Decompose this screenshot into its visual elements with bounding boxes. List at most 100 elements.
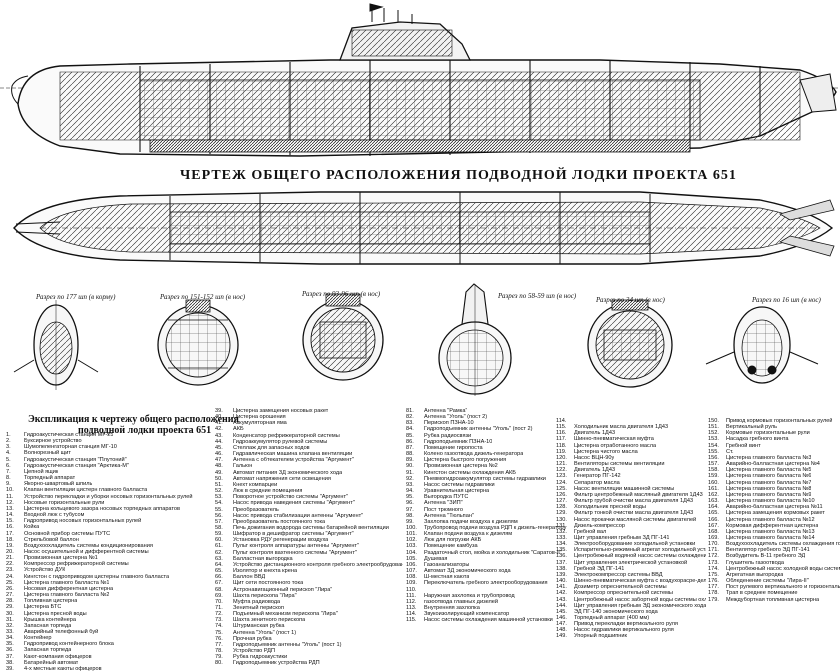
legend-item-text: Стрельбовой баллон (24, 536, 79, 543)
legend-item-text: Вертикальный руль (726, 424, 778, 431)
legend-item: 77.Гидроподъемник антенны "Уголь" (пост … (215, 642, 403, 648)
legend-item-text: Кают-компания офицеров (24, 653, 92, 660)
legend-item-number: 164. (708, 504, 719, 511)
legend-item: 26.Носовая дифферентная цистерна (6, 586, 206, 592)
legend-item-number: 90. (406, 463, 414, 470)
legend-item: 23.Устройство ДУК (6, 567, 206, 573)
legend-item-number: 121. (556, 461, 567, 468)
legend-item-text: Аварийно-балластная цистерна №11 (726, 504, 823, 511)
legend-item-number: 18. (6, 536, 14, 543)
legend-item: 4.Волнорезный щит (6, 450, 206, 456)
legend-item-number: 6. (6, 462, 11, 469)
legend-item-number: 10. (6, 487, 14, 494)
legend-column: 114.115.Холодильник масла двигателя 1Д43… (556, 418, 706, 640)
legend-item-text: Душевая (424, 555, 448, 562)
legend-item-text: Дозиметр опреснительной системы (574, 584, 667, 591)
legend-item: 75.Антенна "Уголь" (пост 1) (215, 630, 403, 636)
legend-item: 71.Зенитный перископ (215, 605, 403, 611)
legend-item-text: Устройство РДП (233, 648, 275, 655)
legend-item-number: 127. (556, 498, 567, 505)
legend-item-text: Двигатель 1Д43 (574, 430, 616, 437)
legend-item-number: 24. (6, 573, 14, 580)
legend-item: 66.Баллон ВВД (215, 574, 403, 580)
legend-item-text: Гальюн (233, 463, 253, 470)
legend-item-number: 37. (6, 653, 14, 660)
legend-item-number: 154. (708, 442, 719, 449)
legend-item: 52.Люк в средние помещения (215, 488, 403, 494)
legend-item-text: Компрессор рефрижераторной системы (24, 561, 129, 568)
legend-item-number: 61. (215, 543, 223, 550)
legend-item-number: 110. (406, 586, 417, 593)
legend-item-number: 166. (708, 516, 719, 523)
legend-item-number: 33. (6, 629, 14, 635)
legend-item-text: Насос ВЦН-90у (574, 454, 615, 461)
legend-item: 60.Установка РДУ регенерации воздуха (215, 537, 403, 543)
legend-item-number: 28. (6, 598, 14, 605)
legend-item-text: Обледенение системы "Лира-II" (726, 578, 809, 585)
legend-item-text: Запасная торпеда (24, 622, 72, 629)
legend-item-text: Компрессор опреснительной системы (574, 590, 673, 597)
legend-item-number: 4. (6, 450, 11, 457)
legend-item-number: 163. (708, 498, 719, 505)
legend-item-text: Электрооборудование холодильной установк… (574, 541, 696, 548)
legend-item-number: 167. (708, 522, 719, 529)
legend-item: 70.Муфта радиовода (215, 599, 403, 605)
legend-item: 38.Батарейный автомат (6, 660, 206, 666)
legend-item: 57.Преобразователь постоянного тока (215, 519, 403, 525)
legend-item: 81.Антенна "Рамка" (406, 408, 566, 414)
legend-item-number: 151. (708, 424, 719, 431)
legend-item: 41.Аккумуляторная яма (215, 420, 403, 426)
legend-item: 144.Щит управления гребным ЭД экономичес… (556, 603, 706, 609)
legend-item-number: 13. (6, 505, 14, 512)
general-arrangement-drawing (0, 3, 840, 396)
legend-item-text: Конденсатор рефрижераторной системы (233, 432, 340, 439)
legend-item-number: 67. (215, 580, 223, 587)
legend-item: 14.Входной люк с тубусом (6, 512, 206, 518)
legend-item-number: 108. (406, 574, 417, 581)
legend-item-number: 43. (215, 432, 223, 439)
legend-item-text: Установка РДУ регенерации воздуха (233, 537, 329, 544)
legend-item-text: Устройство дистанционного контроля гребн… (233, 561, 403, 568)
legend-item-text: Щит управления гребным ЗД ПГ-141 (574, 534, 670, 541)
legend-item-number: 84. (406, 426, 414, 433)
legend-item: 172.Возбудитель В-11 гребного ЭД (708, 553, 840, 559)
legend-item-text: Ст. (726, 448, 734, 455)
legend-item: 48.Гальюн (215, 463, 403, 469)
legend-item: 5.Гидроакустическая станция "Плутоний" (6, 457, 206, 463)
legend-item-text: Якорно-швартовый шпиль (24, 481, 93, 488)
legend-item-number: 16. (6, 524, 14, 531)
legend-item-number: 53. (215, 494, 223, 501)
legend-item: 93.Насос системы гидравлики (406, 482, 566, 488)
legend-item: 69.Шахта перископа "Лира" (215, 593, 403, 599)
legend-item-text: Гидроакустическая станция МГ-25 (24, 432, 114, 438)
legend-item: 129.Фильтр тонкой очистки масла двигател… (556, 510, 706, 516)
legend-item-text: Запасная торпеда (24, 647, 72, 654)
legend-item-text: Шахта зенитного перископа (233, 617, 306, 624)
legend-item: 101.Клапан подачи воздуха к дизелям (406, 531, 566, 537)
legend-item-text: Люк в средние помещения (233, 488, 303, 495)
legend-item-number: 95. (406, 494, 414, 501)
legend-item: 53. Поворотное устройство системы "Аргуме… (215, 494, 403, 500)
legend-item-number: 70. (215, 598, 223, 605)
legend-item-number: 111. (406, 592, 417, 599)
legend-item: 173.Глушитель газоотвода (708, 560, 840, 566)
legend-item-text: Гидроакустическая станция "Арктика-М" (24, 462, 129, 469)
legend-item-text: Поворотное устройство системы "Аргумент" (233, 494, 348, 501)
legend-item-number: 50. (215, 475, 223, 482)
drawing-title: ЧЕРТЕЖ ОБЩЕГО РАСПОЛОЖЕНИЯ ПОДВОДНОЙ ЛОД… (180, 168, 737, 183)
legend-item-text: Цистерна главного балласта №1 (24, 579, 110, 586)
legend-item: 136.Центробежный водяной насос системы о… (556, 553, 706, 559)
legend-item-text: Звукоизолирующий компенсатор (424, 611, 510, 618)
legend-item: 68.Астронавигационный перископ "Лира" (215, 587, 403, 593)
legend-item: 28.Топливная цистерна (6, 598, 206, 604)
legend-item-text: Гидроподъемник устройства РДП (233, 660, 320, 667)
legend-item: 162.Цистерна главного балласта №9 (708, 492, 840, 498)
legend-item: 122.Двигатель 1Д43 (556, 467, 706, 473)
legend-item-text: Раздаточный стол, мойка и холодильник "С… (424, 549, 562, 556)
legend-item: 58.Печь дожигания водорода системы батар… (215, 525, 403, 531)
legend-item-text: Антенна с обтекателем устройства "Аргуме… (233, 457, 354, 464)
legend-item-number: 68. (215, 586, 223, 593)
legend-item: 127.Фильтр грубой очистки масла двигател… (556, 498, 706, 504)
legend-item: 168.Цистерна главного балласта №13 (708, 529, 840, 535)
section-label: Разрез по 34 шп (в нос) (596, 296, 665, 304)
